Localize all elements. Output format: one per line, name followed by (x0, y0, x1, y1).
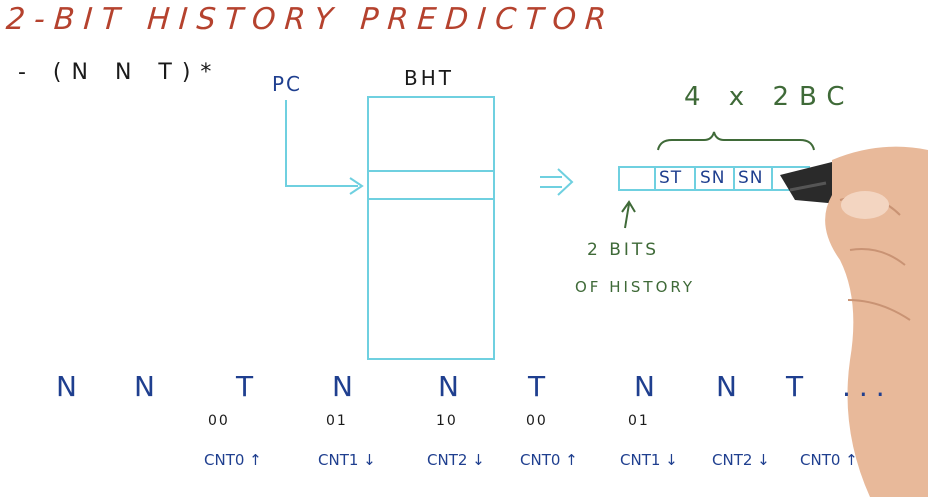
counter-update: CNT0 ↑ (204, 451, 262, 469)
counter-update: CNT2 ↓ (712, 451, 770, 469)
sequence-item: T (786, 370, 804, 403)
sequence-item: N (716, 370, 737, 403)
counter-update: CNT0 ↑ (520, 451, 578, 469)
sequence-item: T (528, 370, 546, 403)
history-cell (618, 166, 656, 191)
counter-cell-0: ST (659, 168, 683, 188)
counter-cell-1: SN (700, 168, 726, 188)
sequence-item: N (134, 370, 155, 403)
history-label-line-1: 2 BITS (587, 240, 660, 260)
bht-table (367, 96, 495, 360)
counter-update: CNT1 ↓ (318, 451, 376, 469)
sequence-item: N (56, 370, 77, 403)
counter-update: CNT0 ↑ (800, 451, 858, 469)
pattern-label: - (N N T)* (18, 60, 222, 85)
history-label-line-2: OF HISTORY (575, 278, 696, 296)
sequence-item: N (634, 370, 655, 403)
counter-array-label: 4 x 2BC (684, 82, 855, 112)
pc-arrow (285, 100, 358, 187)
bht-label: BHT (404, 66, 454, 90)
counter-cell-2: SN (738, 168, 764, 188)
page-title: 2-BIT HISTORY PREDICTOR (4, 2, 617, 37)
history-value: 01 (628, 413, 650, 429)
sequence-item: T (236, 370, 254, 403)
implies-arrow (540, 168, 574, 196)
counter-update: CNT1 ↓ (620, 451, 678, 469)
history-value: 10 (436, 413, 458, 429)
history-pointer-arrow (621, 200, 636, 229)
sequence-item: N (332, 370, 353, 403)
pc-label: PC (272, 72, 303, 96)
sequence-item: N (438, 370, 459, 403)
sequence-ellipsis: ... (842, 370, 893, 403)
hand-illustration (780, 146, 928, 497)
pc-arrow-head (349, 177, 364, 195)
history-value: 00 (526, 413, 548, 429)
history-value: 00 (208, 413, 230, 429)
history-value: 01 (326, 413, 348, 429)
counter-update: CNT2 ↓ (427, 451, 485, 469)
counter-brace (657, 131, 815, 151)
